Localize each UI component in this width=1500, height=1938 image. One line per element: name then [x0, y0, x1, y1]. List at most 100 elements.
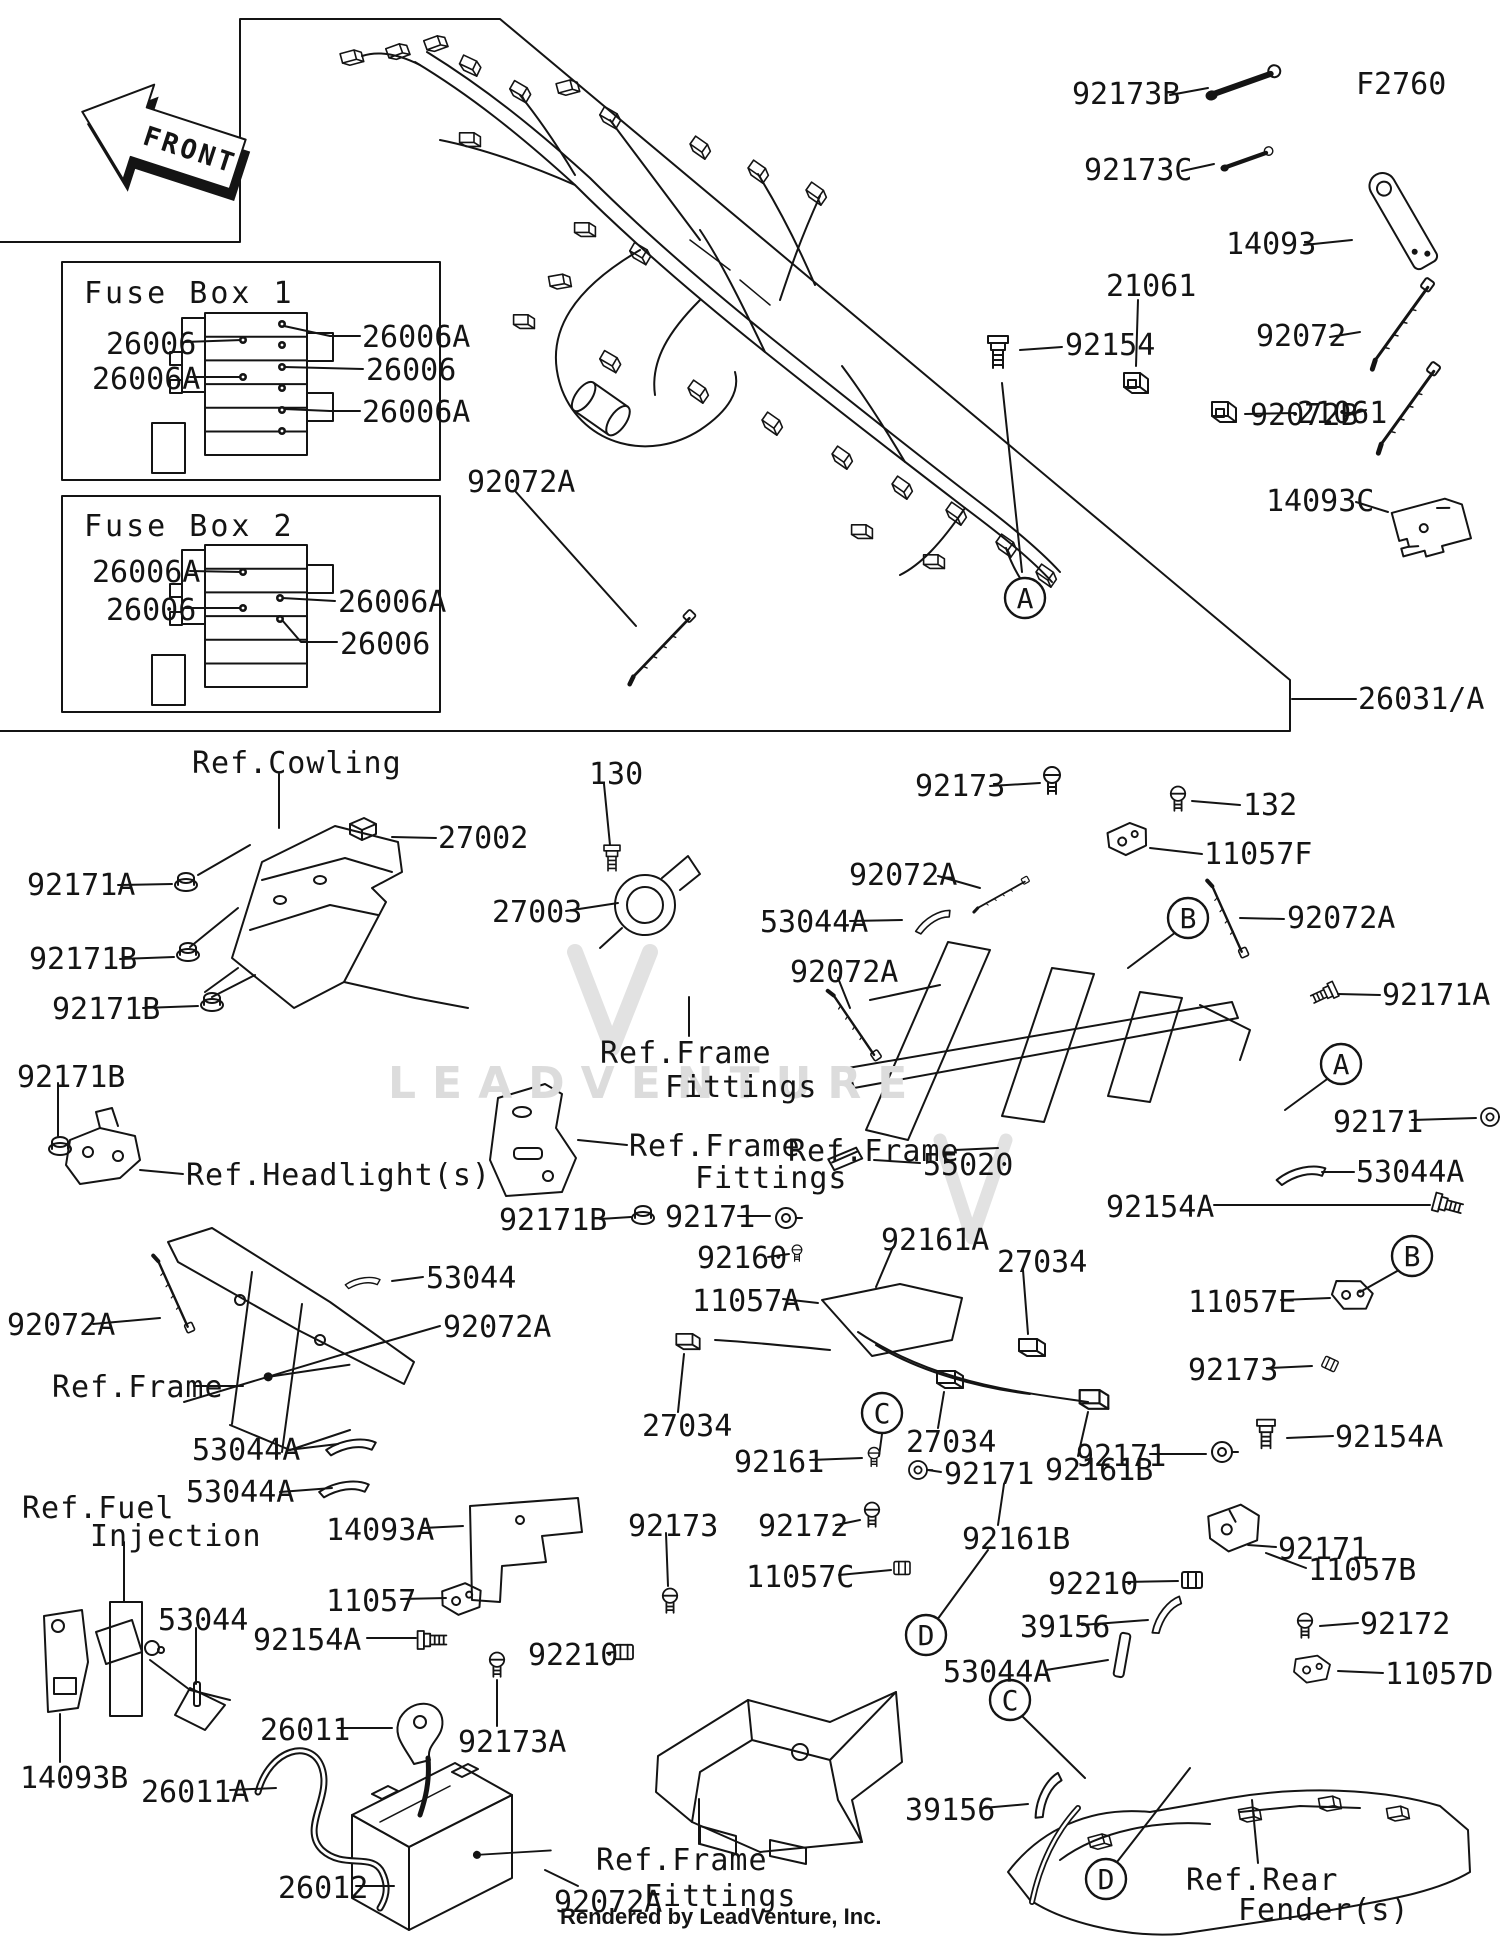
- part-label-26012[interactable]: 26012: [278, 1871, 369, 1906]
- part-label-14093a[interactable]: 14093A: [326, 1513, 435, 1548]
- part-label-11057f[interactable]: 11057F: [1204, 837, 1313, 872]
- callout-C[interactable]: C: [988, 1678, 1032, 1722]
- part-label-92173[interactable]: 92173: [628, 1509, 719, 1544]
- part-label-39156[interactable]: 39156: [905, 1793, 996, 1828]
- part-label-92172[interactable]: 92172: [758, 1509, 849, 1544]
- part-label-26011[interactable]: 26011: [260, 1713, 351, 1748]
- part-label-92072a[interactable]: 92072A: [790, 955, 899, 990]
- part-label-21061[interactable]: 21061: [1106, 269, 1197, 304]
- part-label-92154[interactable]: 92154: [1065, 328, 1156, 363]
- part-label-92072a[interactable]: 92072A: [1287, 901, 1396, 936]
- part-label-92171[interactable]: 92171: [665, 1200, 756, 1235]
- part-label-26011a[interactable]: 26011A: [141, 1775, 250, 1810]
- part-label-92161b[interactable]: 92161B: [1045, 1453, 1154, 1488]
- part-label-26006a[interactable]: 26006A: [92, 555, 201, 590]
- callout-A[interactable]: A: [1319, 1042, 1363, 1086]
- leader-line: [989, 782, 1041, 787]
- part-label-92161b[interactable]: 92161B: [962, 1522, 1071, 1557]
- part-label-26006a[interactable]: 26006A: [362, 320, 471, 355]
- part-label-27034[interactable]: 27034: [906, 1425, 997, 1460]
- part-label-92160[interactable]: 92160: [697, 1241, 788, 1276]
- part-label-27034[interactable]: 27034: [997, 1245, 1088, 1280]
- part-label-92154a[interactable]: 92154A: [1335, 1420, 1444, 1455]
- part-label-92171b[interactable]: 92171B: [17, 1060, 126, 1095]
- part-label-11057d[interactable]: 11057D: [1385, 1657, 1494, 1692]
- callout-C[interactable]: C: [860, 1391, 904, 1435]
- leader-line: [837, 977, 851, 1009]
- part-label-21061[interactable]: 21061: [1297, 396, 1388, 431]
- part-label-92171b[interactable]: 92171B: [29, 942, 138, 977]
- part-label-92072a[interactable]: 92072A: [849, 858, 958, 893]
- part-label-26006a[interactable]: 26006A: [92, 362, 201, 397]
- part-label-92173[interactable]: 92173: [915, 769, 1006, 804]
- part-label-f2760[interactable]: F2760: [1356, 67, 1447, 102]
- part-label-14093c[interactable]: 14093C: [1266, 484, 1375, 519]
- part-label-11057a[interactable]: 11057A: [692, 1284, 801, 1319]
- part-label-11057e[interactable]: 11057E: [1188, 1285, 1297, 1320]
- callout-letter: A: [1017, 582, 1034, 615]
- part-label-130[interactable]: 130: [589, 757, 644, 792]
- part-label-92161a[interactable]: 92161A: [881, 1223, 990, 1258]
- part-label-26031-a[interactable]: 26031/A: [1358, 682, 1485, 717]
- part-label-92154a[interactable]: 92154A: [253, 1623, 362, 1658]
- part-label-92171b[interactable]: 92171B: [499, 1203, 608, 1238]
- part-label-53044[interactable]: 53044: [158, 1603, 249, 1638]
- renderer-credit: Rendered by LeadVenture, Inc.: [560, 1904, 882, 1929]
- part-label-11057[interactable]: 11057: [326, 1584, 417, 1619]
- ref-label-fittings: Fittings: [665, 1070, 818, 1105]
- part-label-92171[interactable]: 92171: [1076, 1439, 1167, 1474]
- part-label-92072a[interactable]: 92072A: [7, 1308, 116, 1343]
- part-label-92171a[interactable]: 92171A: [1382, 978, 1491, 1013]
- part-label-27002[interactable]: 27002: [438, 821, 529, 856]
- part-label-53044a[interactable]: 53044A: [943, 1655, 1052, 1690]
- part-label-26006a[interactable]: 26006A: [362, 395, 471, 430]
- part-label-26006[interactable]: 26006: [106, 327, 197, 362]
- part-label-92171b[interactable]: 92171B: [52, 992, 161, 1027]
- callout-D[interactable]: D: [1084, 1857, 1128, 1901]
- callout-D[interactable]: D: [904, 1613, 948, 1657]
- part-label-92154a[interactable]: 92154A: [1106, 1190, 1215, 1225]
- part-label-92172[interactable]: 92172: [1360, 1607, 1451, 1642]
- callout-A[interactable]: A: [1003, 576, 1047, 620]
- part-label-92072a[interactable]: 92072A: [443, 1310, 552, 1345]
- callout-B[interactable]: B: [1166, 896, 1210, 940]
- leader-line: [1127, 931, 1177, 969]
- part-label-27003[interactable]: 27003: [492, 895, 583, 930]
- part-label-92072b[interactable]: 92072B: [1250, 398, 1359, 433]
- part-label-92171[interactable]: 92171: [1278, 1532, 1369, 1567]
- part-label-53044[interactable]: 53044: [426, 1261, 517, 1296]
- part-label-132[interactable]: 132: [1243, 788, 1298, 823]
- part-label-14093b[interactable]: 14093B: [20, 1761, 129, 1796]
- part-label-26006a[interactable]: 26006A: [338, 585, 447, 620]
- part-label-92210[interactable]: 92210: [1048, 1567, 1139, 1602]
- part-label-92173c[interactable]: 92173C: [1084, 153, 1193, 188]
- part-label-92072a[interactable]: 92072A: [554, 1885, 663, 1920]
- part-label-92072[interactable]: 92072: [1256, 319, 1347, 354]
- part-label-53044a[interactable]: 53044A: [1356, 1155, 1465, 1190]
- leader-line: [849, 919, 903, 922]
- part-label-92173[interactable]: 92173: [1188, 1353, 1279, 1388]
- part-label-11057b[interactable]: 11057B: [1308, 1553, 1417, 1588]
- part-label-53044a[interactable]: 53044A: [760, 905, 869, 940]
- leader-line: [281, 619, 338, 643]
- part-label-27034[interactable]: 27034: [642, 1409, 733, 1444]
- part-label-92161[interactable]: 92161: [734, 1445, 825, 1480]
- part-label-26006[interactable]: 26006: [106, 593, 197, 628]
- part-label-92072a[interactable]: 92072A: [467, 465, 576, 500]
- part-label-11057c[interactable]: 11057C: [746, 1560, 855, 1595]
- part-label-26006[interactable]: 26006: [340, 627, 431, 662]
- leader-line: [1001, 382, 1023, 573]
- part-label-53044a[interactable]: 53044A: [186, 1475, 295, 1510]
- part-label-92171[interactable]: 92171: [944, 1457, 1035, 1492]
- part-label-92210[interactable]: 92210: [528, 1638, 619, 1673]
- part-label-26006[interactable]: 26006: [366, 353, 457, 388]
- part-label-92171a[interactable]: 92171A: [27, 868, 136, 903]
- part-label-92171[interactable]: 92171: [1333, 1105, 1424, 1140]
- part-label-92173b[interactable]: 92173B: [1072, 77, 1181, 112]
- callout-B[interactable]: B: [1390, 1234, 1434, 1278]
- part-label-14093[interactable]: 14093: [1226, 227, 1317, 262]
- part-label-53044a[interactable]: 53044A: [192, 1433, 301, 1468]
- part-label-55020[interactable]: 55020: [923, 1148, 1014, 1183]
- part-label-39156[interactable]: 39156: [1020, 1610, 1111, 1645]
- part-label-92173a[interactable]: 92173A: [458, 1725, 567, 1760]
